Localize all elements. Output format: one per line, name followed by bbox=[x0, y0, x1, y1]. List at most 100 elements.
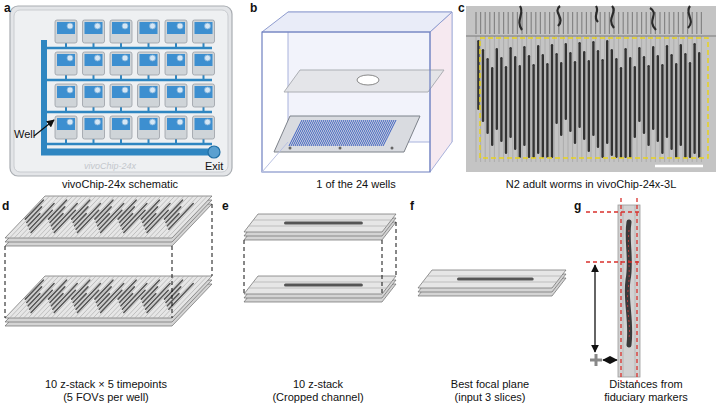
channel-wall bbox=[253, 220, 391, 221]
well-inlet bbox=[205, 55, 211, 61]
channel-wall bbox=[577, 36, 578, 162]
channel-wall bbox=[604, 36, 605, 162]
worm bbox=[141, 200, 159, 219]
worm bbox=[95, 280, 113, 299]
channel-wall bbox=[655, 36, 656, 162]
well-chamber bbox=[195, 86, 213, 98]
panel-caption: 1 of the 24 wells bbox=[316, 178, 396, 191]
stack-guide bbox=[5, 246, 6, 318]
worm bbox=[560, 62, 562, 136]
flow-branch bbox=[44, 47, 212, 50]
chip-base bbox=[10, 6, 232, 176]
image-slice bbox=[244, 276, 396, 294]
well bbox=[165, 52, 187, 75]
worm bbox=[634, 66, 636, 138]
well-3d bbox=[262, 12, 452, 172]
comb-tooth bbox=[613, 12, 614, 34]
well-inlet bbox=[150, 55, 156, 61]
well-inlet bbox=[177, 87, 183, 93]
worm bbox=[624, 48, 626, 158]
channel-wall bbox=[427, 276, 561, 277]
flow-channel bbox=[41, 40, 47, 152]
channel-wall bbox=[167, 276, 207, 318]
worm bbox=[482, 49, 484, 122]
image-slice bbox=[5, 196, 212, 238]
edge-line bbox=[586, 261, 640, 262]
well-chamber bbox=[57, 22, 75, 34]
worm bbox=[629, 57, 631, 158]
comb-tooth bbox=[498, 12, 499, 34]
well bbox=[165, 116, 187, 139]
well-inlet bbox=[205, 23, 211, 29]
channel-wall bbox=[641, 36, 642, 162]
well-chamber bbox=[85, 54, 103, 66]
comb-tooth bbox=[627, 12, 628, 34]
comb-tooth bbox=[494, 12, 495, 34]
comb-tooth bbox=[609, 12, 610, 34]
well-inlet bbox=[122, 23, 128, 29]
comb-tooth bbox=[475, 12, 476, 34]
well-inlet bbox=[122, 119, 128, 125]
comb-tooth bbox=[659, 12, 660, 34]
worm bbox=[77, 210, 98, 232]
cropped-slab bbox=[244, 276, 396, 302]
well-inlet bbox=[177, 55, 183, 61]
well-chamber bbox=[112, 22, 130, 34]
plate-marker bbox=[339, 147, 342, 150]
worm bbox=[546, 63, 548, 158]
well-inlet bbox=[177, 23, 183, 29]
comb-tooth bbox=[540, 12, 541, 34]
well-inlet bbox=[205, 87, 211, 93]
flow-branch bbox=[44, 111, 212, 114]
channel-wall bbox=[696, 36, 697, 162]
worm bbox=[31, 210, 52, 232]
well bbox=[55, 20, 77, 43]
channel-wall bbox=[568, 36, 569, 162]
well bbox=[55, 84, 77, 107]
well-chamber bbox=[112, 118, 130, 130]
channel-wall bbox=[540, 36, 541, 162]
micrograph bbox=[466, 6, 716, 172]
channel-wall bbox=[423, 282, 557, 283]
front-face bbox=[262, 32, 430, 172]
channel-wall bbox=[683, 36, 684, 162]
well-chamber bbox=[112, 86, 130, 98]
panel-letter: d bbox=[2, 200, 9, 213]
well-chamber bbox=[85, 86, 103, 98]
plate-marker bbox=[391, 147, 394, 150]
panel-letter: g bbox=[574, 200, 581, 213]
comb-tooth bbox=[577, 12, 578, 34]
worm bbox=[147, 210, 168, 232]
well-chamber bbox=[195, 54, 213, 66]
z-stack-slab bbox=[5, 196, 212, 246]
worm bbox=[101, 210, 122, 232]
comb-tooth bbox=[549, 12, 550, 34]
channel-wall bbox=[591, 36, 592, 162]
comb-tooth bbox=[600, 12, 601, 34]
channel-wall bbox=[600, 36, 601, 162]
channel-wall bbox=[623, 205, 624, 377]
worm bbox=[477, 40, 479, 110]
channel-line bbox=[383, 120, 396, 146]
channel-wall bbox=[163, 276, 203, 318]
well bbox=[110, 84, 132, 107]
channel-wall bbox=[522, 36, 523, 162]
channel-wall bbox=[558, 36, 559, 162]
comb-tooth bbox=[567, 12, 568, 34]
well-chamber bbox=[167, 54, 185, 66]
channel-wall bbox=[618, 36, 619, 162]
panel-letter: b bbox=[250, 2, 257, 15]
worm bbox=[77, 290, 98, 312]
worm bbox=[638, 47, 640, 122]
worm bbox=[505, 66, 507, 154]
panel-caption: N2 adult worms in vivoChip-24x-3L bbox=[506, 178, 677, 191]
comb-tooth bbox=[531, 12, 532, 34]
worm bbox=[519, 65, 521, 158]
channel-wall bbox=[503, 36, 504, 162]
worm bbox=[164, 200, 182, 219]
comb-tooth bbox=[503, 12, 504, 34]
comb-tooth bbox=[618, 12, 619, 34]
well-chamber bbox=[167, 86, 185, 98]
worm bbox=[169, 204, 193, 230]
